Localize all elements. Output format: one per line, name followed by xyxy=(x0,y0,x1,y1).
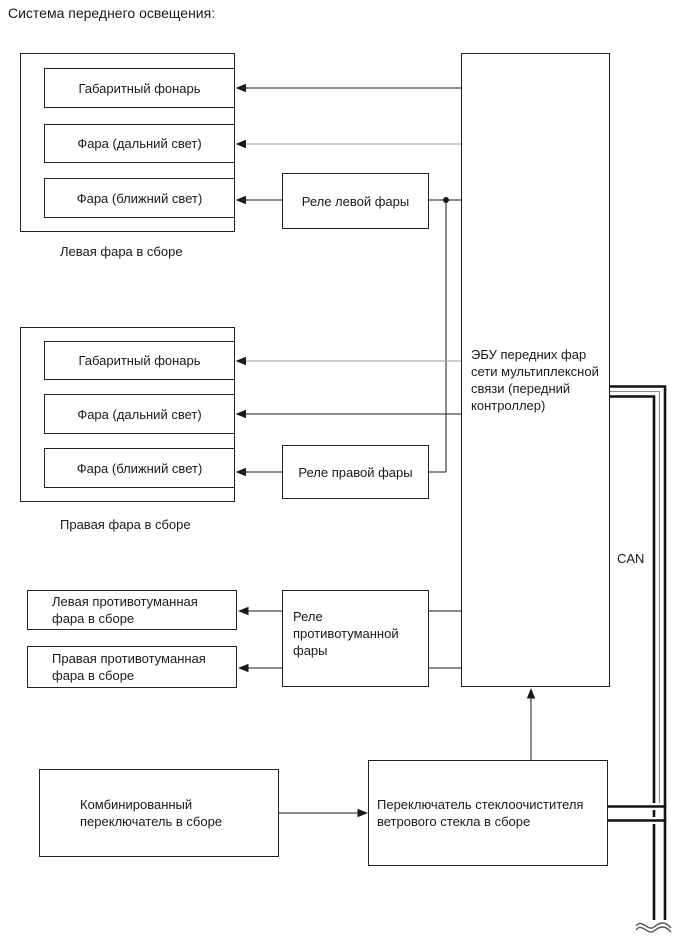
fog-lamp-relay-box: Реле противотуманной фары xyxy=(282,590,429,687)
arrowhead-wiper-switch xyxy=(357,808,368,818)
right-clearance-lamp-box: Габаритный фонарь xyxy=(44,341,235,380)
bus-break-squiggle xyxy=(635,922,672,933)
left-fog-lamp-box: Левая противотуманная фара в сборе xyxy=(27,590,237,630)
left-low-beam-box: Фара (ближний свет) xyxy=(44,178,235,218)
left-clearance-lamp-box: Габаритный фонарь xyxy=(44,68,235,108)
left-high-beam-box: Фара (дальний свет) xyxy=(44,124,235,163)
front-light-ecu-box: ЭБУ передних фар сети мультиплексной свя… xyxy=(461,53,610,687)
arrowheads-fog-lamps xyxy=(238,606,249,673)
can-bus-label: CAN xyxy=(617,551,645,566)
left-assembly-caption: Левая фара в сборе xyxy=(60,244,183,259)
arrowheads-right-assembly xyxy=(235,356,246,477)
combination-switch-box: Комбинированный переключатель в сборе xyxy=(39,769,279,857)
junction-dot xyxy=(443,197,449,203)
left-headlamp-relay-box: Реле левой фары xyxy=(282,173,429,229)
arrowheads-left-assembly xyxy=(235,83,246,149)
wiper-switch-box: Переключатель стеклоочистителя ветрового… xyxy=(368,760,608,866)
wire-ecu-to-right-assembly xyxy=(244,360,461,473)
right-fog-lamp-box: Правая противотуманная фара в сборе xyxy=(27,646,237,688)
arrowhead-ecu-bottom xyxy=(526,688,536,699)
right-high-beam-box: Фара (дальний свет) xyxy=(44,394,235,434)
right-assembly-caption: Правая фара в сборе xyxy=(60,517,191,532)
right-headlamp-relay-box: Реле правой фары xyxy=(282,445,429,499)
wire-fog-relay xyxy=(246,610,461,669)
right-low-beam-box: Фара (ближний свет) xyxy=(44,448,235,488)
wire-ecu-to-left-assembly xyxy=(244,87,461,145)
diagram-title: Система переднего освещения: xyxy=(8,5,216,21)
can-bus xyxy=(608,385,672,933)
arrowhead-low-beam-left xyxy=(235,195,246,205)
wire-left-relay xyxy=(244,199,461,473)
